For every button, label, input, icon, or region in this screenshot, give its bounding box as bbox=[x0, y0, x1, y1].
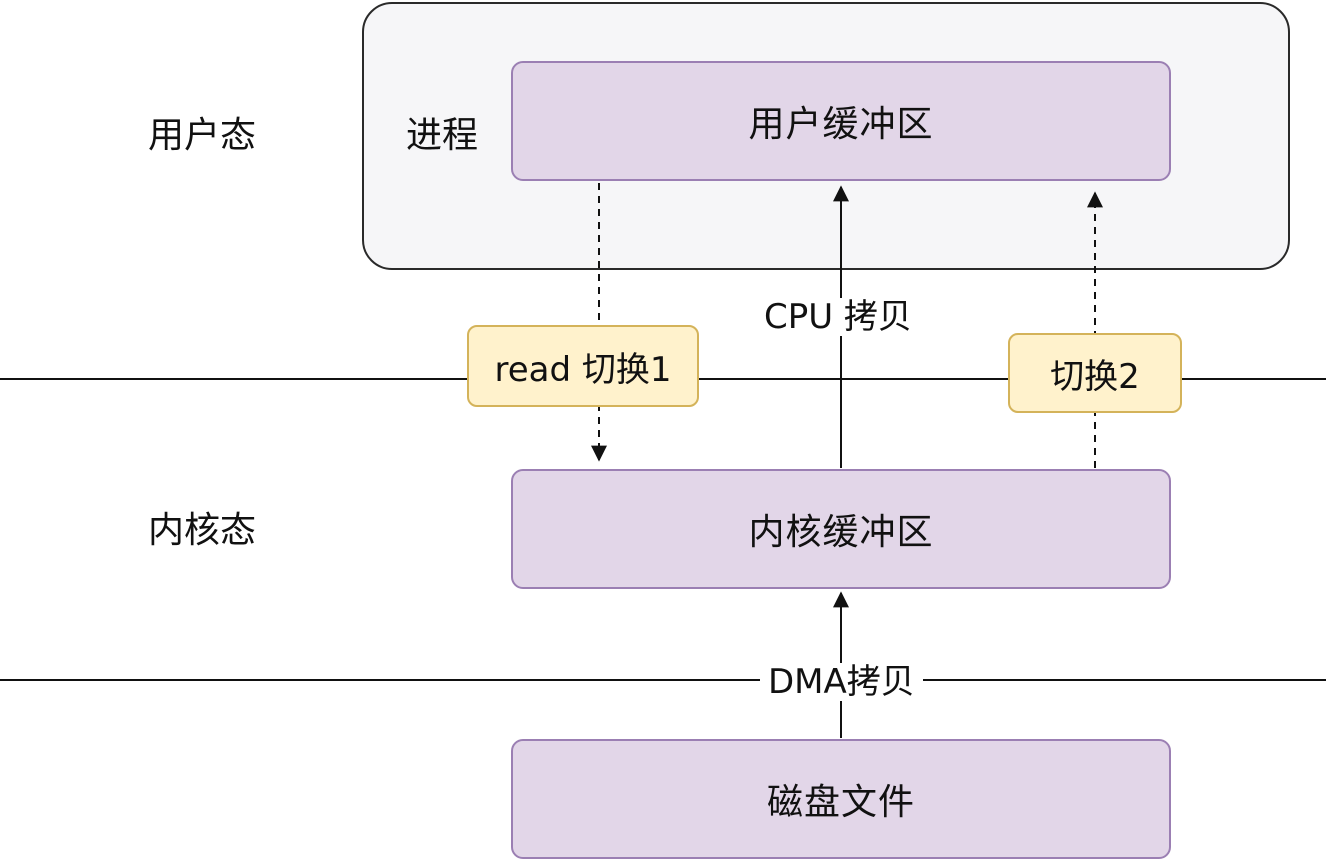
switch2-tag: 切换2 bbox=[1008, 333, 1182, 413]
disk-file-label: 磁盘文件 bbox=[766, 782, 915, 823]
dma-copy-label: DMA拷贝 bbox=[760, 663, 923, 701]
kernel-buffer-box: 内核缓冲区 bbox=[511, 469, 1171, 589]
kernel-buffer-label: 内核缓冲区 bbox=[748, 512, 934, 553]
cpu-copy-label: CPU 拷贝 bbox=[756, 298, 920, 336]
disk-file-box: 磁盘文件 bbox=[511, 739, 1171, 859]
user-buffer-box: 用户缓冲区 bbox=[511, 61, 1171, 181]
user-mode-label: 用户态 bbox=[148, 115, 257, 156]
kernel-mode-label: 内核态 bbox=[148, 510, 257, 551]
switch2-text: 切换2 bbox=[1050, 356, 1140, 397]
read-switch1-text: read 切换1 bbox=[494, 349, 672, 390]
user-buffer-label: 用户缓冲区 bbox=[748, 104, 934, 145]
process-label: 进程 bbox=[406, 115, 479, 156]
read-switch1-tag: read 切换1 bbox=[467, 325, 699, 407]
